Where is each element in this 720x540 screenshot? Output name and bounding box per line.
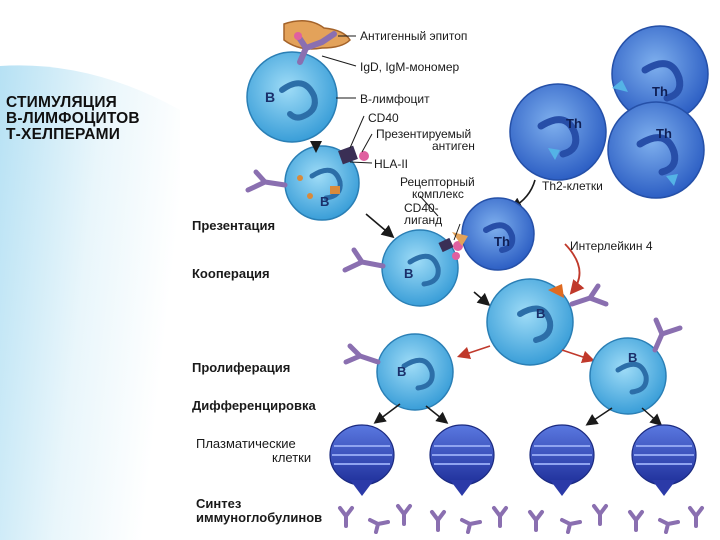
antibody-prolif-left [343, 343, 381, 365]
arrow-diff-3 [585, 407, 613, 426]
stage-plasma-line2: клетки [272, 450, 312, 465]
cell-letter-th-1: Th [652, 84, 668, 99]
b-cell-proliferated-left [376, 333, 454, 411]
slide-title: СТИМУЛЯЦИЯ В-ЛИМФОЦИТОВ Т-ХЕЛПЕРАМИ [6, 95, 186, 143]
cell-letter-b-presenting: B [320, 194, 329, 209]
antibody-presenting [245, 169, 288, 193]
title-line-2: В-ЛИМФОЦИТОВ [6, 110, 140, 127]
arrow-interleukin [564, 243, 585, 295]
label-antigen-epitope: Антигенный эпитоп [360, 29, 468, 43]
stage-presentation: Презентация [192, 218, 276, 233]
arrow-prolif-left [456, 345, 491, 360]
epitope-dot [294, 32, 302, 40]
arrow-prolif-right [561, 349, 596, 364]
th-cell-3 [607, 101, 705, 199]
stage-differentiation: Дифференцировка [192, 398, 316, 413]
label-b-lymphocyte: В-лимфоцит [360, 92, 430, 106]
antibody-prolif-right [652, 317, 683, 353]
label-receptor-complex-2: комплекс [412, 187, 464, 201]
plasma-cell-3 [529, 424, 595, 496]
plasma-cell-4 [631, 424, 697, 496]
stage-cooperation: Кооперация [192, 266, 270, 281]
plasma-cell-1 [329, 424, 395, 496]
stage-proliferation: Пролиферация [192, 360, 291, 375]
stage-synthesis-line2: иммуноглобулинов [196, 510, 323, 525]
stage-plasma-line1: Плазматические [196, 436, 296, 451]
label-cd40: CD40 [368, 111, 399, 125]
cell-letter-th-3: Th [656, 126, 672, 141]
cell-letter-b-prolif-right: B [628, 350, 637, 365]
label-th2: Th2-клетки [542, 179, 603, 193]
secreted-antibodies [338, 504, 704, 534]
arrow-diff-4 [641, 407, 663, 426]
label-receptor-complex-1: Рецепторный [400, 175, 475, 189]
th-cell-2 [509, 83, 607, 181]
cell-letter-b-activated: B [536, 306, 545, 321]
th-cell-1 [611, 25, 709, 123]
antibody-cooperating [342, 247, 386, 273]
arrow-diff-2 [425, 405, 449, 424]
arrow-to-activated [473, 291, 491, 307]
b-cell-proliferated-right [589, 337, 667, 415]
b-cell-activated [486, 278, 574, 366]
label-cd40-ligand-1: CD40- [404, 201, 439, 215]
th-cell-cooperating [461, 197, 535, 271]
label-igd-igm: IgD, IgM-мономер [360, 60, 460, 74]
label-cd40-ligand-2: лиганд [404, 213, 443, 227]
cell-letter-b-top: B [265, 89, 275, 105]
label-pointer-lines [321, 35, 461, 241]
cell-letter-b-prolif-left: B [397, 364, 406, 379]
stage-synthesis-line1: Синтез [196, 496, 242, 511]
label-presented-antigen-1: Презентируемый [376, 127, 472, 141]
bcr-antibody-top [295, 31, 337, 65]
label-interleukin: Интерлейкин 4 [570, 239, 653, 253]
label-presented-antigen-2: антиген [432, 139, 475, 153]
arrow-to-cooperation [365, 213, 395, 239]
title-line-3: Т-ХЕЛПЕРАМИ [6, 126, 121, 143]
b-cell-cooperating [381, 229, 468, 307]
b-cell-initial [246, 51, 338, 143]
plasma-cell-2 [429, 424, 495, 496]
cell-letter-th-coop: Th [494, 234, 510, 249]
cell-letter-b-coop: B [404, 266, 413, 281]
antibody-activated [569, 283, 609, 307]
label-hla: HLA-II [374, 157, 409, 171]
title-line-1: СТИМУЛЯЦИЯ [6, 94, 117, 111]
cell-letter-th-2: Th [566, 116, 582, 131]
arrow-diff-1 [373, 403, 401, 424]
